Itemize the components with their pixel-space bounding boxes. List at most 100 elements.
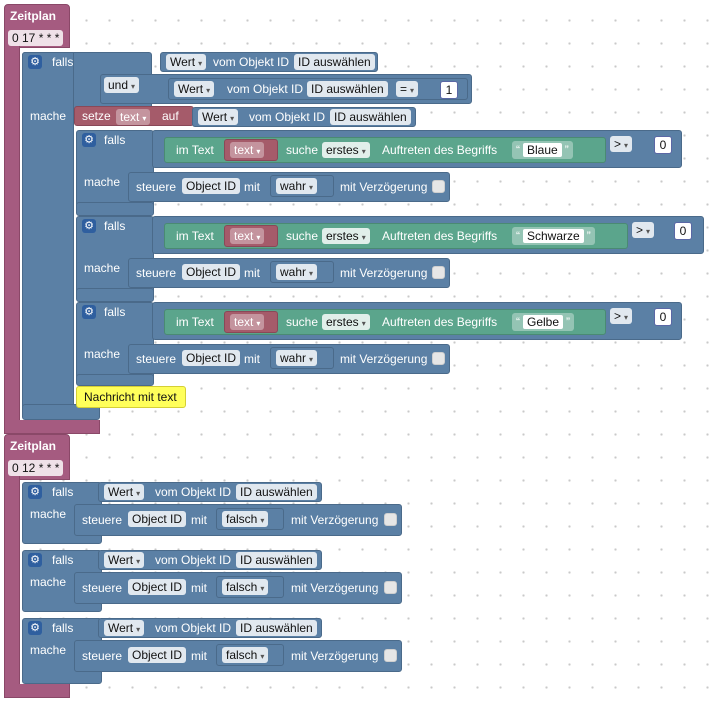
schedule-2-cron-field[interactable]: 0 12 * * * (8, 460, 64, 476)
search-term-string[interactable]: “Blaue” (512, 141, 573, 159)
if-block-outer-spine (22, 52, 74, 418)
text-variable-block[interactable] (224, 311, 278, 333)
dropdown-arrow-icon: ▾ (136, 557, 141, 566)
checkbox-icon[interactable] (432, 352, 445, 365)
dropdown-arrow-icon: ▾ (410, 86, 415, 95)
boolean-dropdown[interactable]: falsch▾ (222, 647, 269, 663)
control-label: steuere (82, 513, 123, 527)
gear-icon[interactable]: ⚙ (82, 305, 96, 319)
message-block[interactable] (76, 386, 186, 408)
schedule-1-spine (4, 44, 20, 434)
in-text-label: im Text (176, 229, 214, 243)
text-variable-block[interactable] (224, 225, 278, 247)
id-select-button[interactable]: ID auswählen (307, 81, 388, 97)
object-id-select-button[interactable]: Object ID (128, 511, 187, 527)
from-object-label: vom Objekt ID (155, 485, 232, 499)
object-id-select-button[interactable]: Object ID (182, 350, 241, 366)
dropdown-arrow-icon: ▾ (136, 489, 141, 498)
search-label: suche (286, 229, 319, 243)
greater-than-operator-dropdown[interactable]: >▾ (610, 136, 633, 152)
id-select-button[interactable]: ID auswählen (294, 54, 375, 70)
variable-dropdown[interactable]: text▾ (230, 142, 265, 158)
greater-than-operator-dropdown[interactable]: >▾ (632, 222, 655, 238)
dropdown-arrow-icon: ▾ (309, 269, 314, 278)
variable-dropdown[interactable]: text▾ (230, 314, 265, 330)
boolean-dropdown[interactable]: wahr▾ (276, 264, 318, 280)
occurrence-dropdown[interactable]: erstes▾ (322, 142, 370, 158)
id-select-button[interactable]: ID auswählen (236, 484, 317, 500)
id-select-button[interactable]: ID auswählen (236, 552, 317, 568)
dropdown-arrow-icon: ▾ (309, 355, 314, 364)
id-select-button[interactable]: ID auswählen (236, 620, 317, 636)
if-block-1-footer (76, 202, 154, 216)
dropdown-arrow-icon: ▾ (361, 147, 366, 156)
gear-icon[interactable]: ⚙ (82, 219, 96, 233)
checkbox-icon[interactable] (384, 581, 397, 594)
id-select-button[interactable]: ID auswählen (330, 109, 411, 125)
object-id-select-button[interactable]: Object ID (182, 178, 241, 194)
schedule-2-spine (4, 476, 20, 688)
checkbox-icon[interactable] (384, 649, 397, 662)
gear-icon[interactable]: ⚙ (28, 485, 42, 499)
number-field[interactable]: 0 (654, 308, 672, 326)
control-label: steuere (82, 581, 123, 595)
delay-label: mit Verzögerung (340, 352, 428, 366)
schedule-1-cron-field[interactable]: 0 17 * * * (8, 30, 64, 46)
occurrence-dropdown[interactable]: erstes▾ (322, 228, 370, 244)
value-dropdown[interactable]: Wert▾ (104, 552, 145, 568)
set-label: setze (82, 109, 111, 123)
gear-icon[interactable]: ⚙ (28, 621, 42, 635)
search-term-string[interactable]: “Gelbe” (512, 313, 575, 331)
delay-label: mit Verzögerung (340, 266, 428, 280)
dropdown-arrow-icon: ▾ (309, 183, 314, 192)
dropdown-arrow-icon: ▾ (206, 86, 211, 95)
value-dropdown[interactable]: Wert▾ (198, 109, 239, 125)
do-label: mache (30, 575, 67, 589)
do-label: mache (30, 507, 67, 521)
equals-operator-dropdown[interactable]: =▾ (396, 81, 419, 97)
dropdown-arrow-icon: ▾ (260, 584, 265, 593)
with-label: mit (191, 581, 207, 595)
search-label: suche (286, 315, 319, 329)
and-operator-dropdown[interactable]: und▾ (104, 77, 140, 93)
checkbox-icon[interactable] (432, 266, 445, 279)
dropdown-arrow-icon: ▾ (624, 313, 629, 322)
dropdown-arrow-icon: ▾ (256, 147, 261, 156)
search-term-string[interactable]: “Schwarze” (512, 227, 595, 245)
dropdown-arrow-icon: ▾ (361, 233, 366, 242)
control-label: steuere (82, 649, 123, 663)
checkbox-icon[interactable] (384, 513, 397, 526)
with-label: mit (244, 352, 260, 366)
if-block-2-footer (76, 288, 154, 302)
gear-icon[interactable]: ⚙ (28, 55, 42, 69)
checkbox-icon[interactable] (432, 180, 445, 193)
value-dropdown[interactable]: Wert▾ (166, 54, 207, 70)
boolean-dropdown[interactable]: wahr▾ (276, 178, 318, 194)
text-variable-block[interactable] (224, 139, 278, 161)
boolean-dropdown[interactable]: wahr▾ (276, 350, 318, 366)
from-object-label: vom Objekt ID (213, 55, 290, 69)
value-dropdown[interactable]: Wert▾ (104, 484, 145, 500)
object-id-select-button[interactable]: Object ID (128, 647, 187, 663)
boolean-dropdown[interactable]: falsch▾ (222, 511, 269, 527)
number-field[interactable]: 1 (440, 81, 458, 99)
greater-than-operator-dropdown[interactable]: >▾ (610, 308, 633, 324)
from-object-label: vom Objekt ID (227, 82, 304, 96)
object-id-select-button[interactable]: Object ID (182, 264, 241, 280)
schedule-1-title: Zeitplan (10, 9, 57, 23)
dropdown-arrow-icon: ▾ (361, 319, 366, 328)
gear-icon[interactable]: ⚙ (28, 553, 42, 567)
if-label: falls (104, 305, 126, 319)
value-dropdown[interactable]: Wert▾ (174, 81, 215, 97)
in-text-label: im Text (176, 143, 214, 157)
object-id-select-button[interactable]: Object ID (128, 579, 187, 595)
occurrence-dropdown[interactable]: erstes▾ (322, 314, 370, 330)
value-dropdown[interactable]: Wert▾ (104, 620, 145, 636)
gear-icon[interactable]: ⚙ (82, 133, 96, 147)
boolean-dropdown[interactable]: falsch▾ (222, 579, 269, 595)
dropdown-arrow-icon: ▾ (142, 114, 147, 123)
variable-dropdown[interactable]: text▾ (230, 228, 265, 244)
number-field[interactable]: 0 (674, 222, 692, 240)
variable-dropdown[interactable]: text▾ (116, 109, 151, 125)
number-field[interactable]: 0 (654, 136, 672, 154)
